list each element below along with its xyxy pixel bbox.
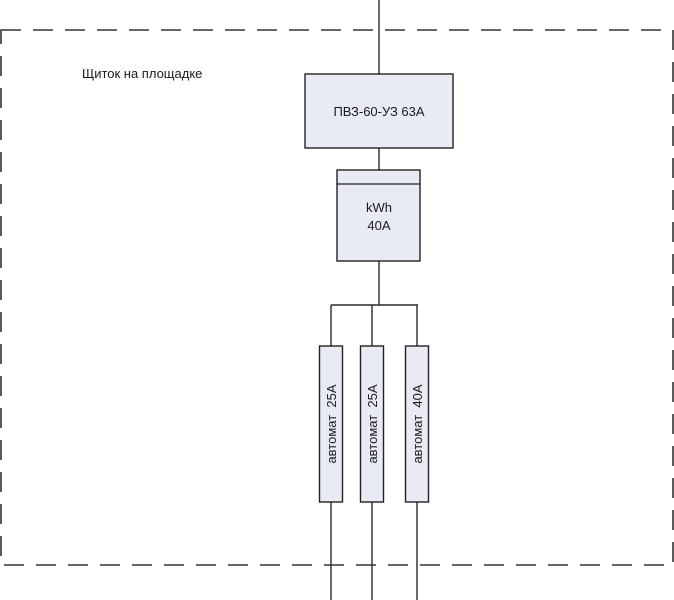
breaker: автомат 25А [359, 305, 385, 600]
energy-meter: kWh 40А [336, 169, 421, 262]
breaker: автомат 25А [318, 305, 344, 600]
panel-frame [0, 29, 674, 566]
breaker-label: автомат 25А [365, 384, 380, 463]
panel-label: Щиток на площадке [82, 66, 202, 81]
meter-label-unit: kWh [366, 200, 392, 215]
breaker-label: автомат 40А [410, 384, 425, 463]
breaker: автомат 40А [404, 305, 430, 600]
meter-label-rating: 40А [367, 218, 390, 233]
main-switch-label: ПВЗ-60-УЗ 63А [333, 104, 424, 119]
breaker-label: автомат 25А [324, 384, 339, 463]
main-switch: ПВЗ-60-УЗ 63А [304, 73, 454, 149]
